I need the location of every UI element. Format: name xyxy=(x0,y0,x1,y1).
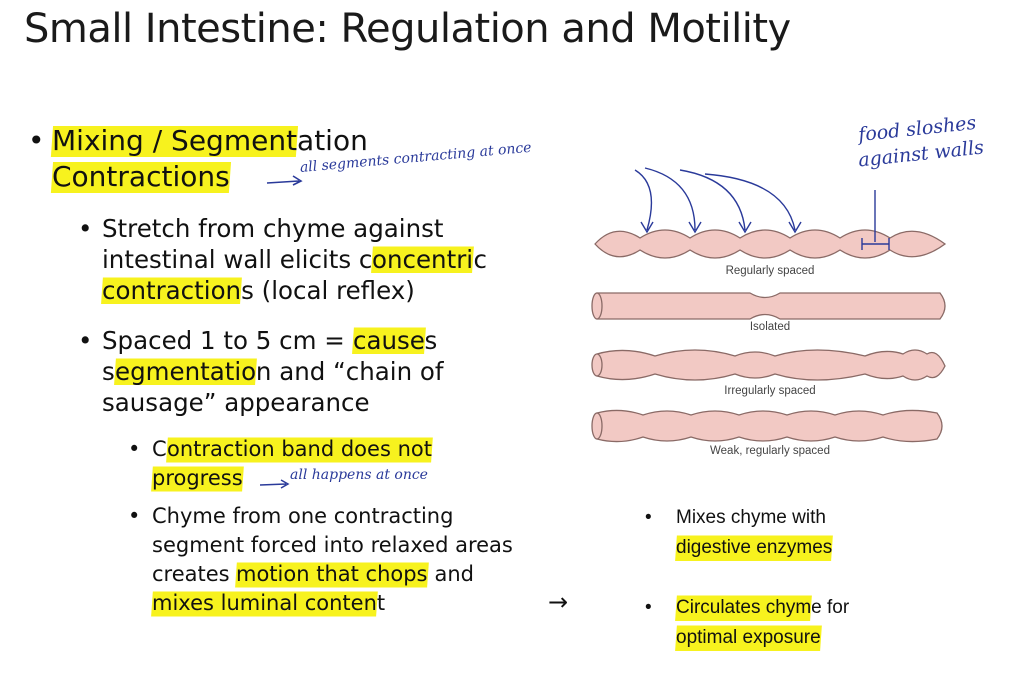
text: creates xyxy=(152,562,237,586)
text-line: Contraction band does not xyxy=(152,435,433,464)
bullet-dot: • xyxy=(128,437,141,461)
highlighted-text: optimal exposure xyxy=(676,627,821,648)
subsub-bullet-chyme: • Chyme from one contracting segment for… xyxy=(128,502,513,618)
highlighted-text: progress xyxy=(152,466,243,490)
bullet-dot: • xyxy=(645,507,652,528)
bullet-dot: • xyxy=(28,124,45,157)
text: s xyxy=(102,357,115,386)
handwritten-arrows xyxy=(634,167,890,250)
handwritten-arrow xyxy=(266,175,303,186)
highlighted-text: ontraction band does not xyxy=(166,437,432,461)
text: intestinal wall elicits c xyxy=(102,245,373,274)
text: and xyxy=(427,562,474,586)
highlighted-text: motion that chops xyxy=(236,562,428,586)
main-bullet-text: ation xyxy=(297,124,368,157)
highlighted-text: contraction xyxy=(102,276,242,305)
text: c xyxy=(473,245,487,274)
text-line: intestinal wall elicits concentric xyxy=(102,244,487,275)
text-line: Mixes chyme with xyxy=(676,507,826,528)
tube-regularly-spaced xyxy=(594,229,947,259)
text-line: segment forced into relaxed areas xyxy=(152,533,513,557)
highlighted-text: oncentri xyxy=(372,245,474,274)
text-line: mixes luminal content xyxy=(150,589,513,618)
text-line: digestive enzymes xyxy=(674,533,834,563)
text: Spaced 1 to 5 cm = xyxy=(102,326,353,355)
caption-isolated: Isolated xyxy=(749,321,791,333)
subsub-bullet-band: • Contraction band does not progress xyxy=(128,435,433,493)
right-bullet-mixes: • Mixes chyme with digestive enzymes xyxy=(645,503,834,563)
tube-weak-regularly-spaced xyxy=(592,409,943,443)
tube-isolated xyxy=(592,292,946,320)
text-line: optimal exposure xyxy=(674,623,849,653)
bullet-dot: • xyxy=(78,214,93,243)
caption-weak-regularly-spaced: Weak, regularly spaced xyxy=(710,445,830,457)
main-bullet: • Mixing / Segmentation Contractions xyxy=(28,123,368,195)
text-line: Chyme from one contracting xyxy=(152,504,454,528)
text-line: Spaced 1 to 5 cm = causes xyxy=(102,325,444,356)
caption-irregularly-spaced: Irregularly spaced xyxy=(724,385,816,397)
text: C xyxy=(152,437,167,461)
text-line: creates motion that chops and xyxy=(152,560,513,589)
text: s (local reflex) xyxy=(241,276,415,305)
caption-regularly-spaced: Regularly spaced xyxy=(725,265,815,277)
tube-irregularly-spaced xyxy=(592,349,946,381)
highlighted-text: Contractions xyxy=(52,160,230,193)
main-bullet-line1: Mixing / Segmentation xyxy=(50,123,368,159)
text: t xyxy=(376,591,386,615)
sub-bullet-spaced: • Spaced 1 to 5 cm = causes segmentation… xyxy=(78,325,444,418)
handwritten-note-progress: all happens at once xyxy=(290,467,428,483)
right-arrow-icon: → xyxy=(548,588,569,616)
highlighted-text: digestive enzymes xyxy=(676,537,833,558)
bullet-dot: • xyxy=(128,504,141,528)
text: s xyxy=(424,326,438,355)
text: n and “chain of xyxy=(255,357,444,386)
sub-bullet-stretch: • Stretch from chyme against intestinal … xyxy=(78,213,487,306)
highlighted-text: cause xyxy=(352,326,425,355)
text-line: contractions (local reflex) xyxy=(100,275,487,306)
highlighted-text: egmentatio xyxy=(114,357,256,386)
segmentation-diagram xyxy=(591,167,947,443)
highlighted-text: mixes luminal conten xyxy=(152,591,377,615)
slide-title: Small Intestine: Regulation and Motility xyxy=(24,6,791,52)
text: e for xyxy=(811,597,850,618)
bullet-dot: • xyxy=(78,326,93,355)
text-line: Circulates chyme for xyxy=(674,593,850,623)
text-line: sausage” appearance xyxy=(102,388,370,417)
bullet-dot: • xyxy=(645,597,652,618)
text-line: Stretch from chyme against xyxy=(102,214,444,243)
text-line: segmentation and “chain of xyxy=(102,356,444,387)
right-bullet-circulates: • Circulates chyme for optimal exposure xyxy=(645,593,849,653)
handwritten-arrow xyxy=(259,479,290,489)
highlighted-text: Mixing / Segment xyxy=(52,124,298,157)
highlighted-text: Circulates chym xyxy=(676,597,812,618)
